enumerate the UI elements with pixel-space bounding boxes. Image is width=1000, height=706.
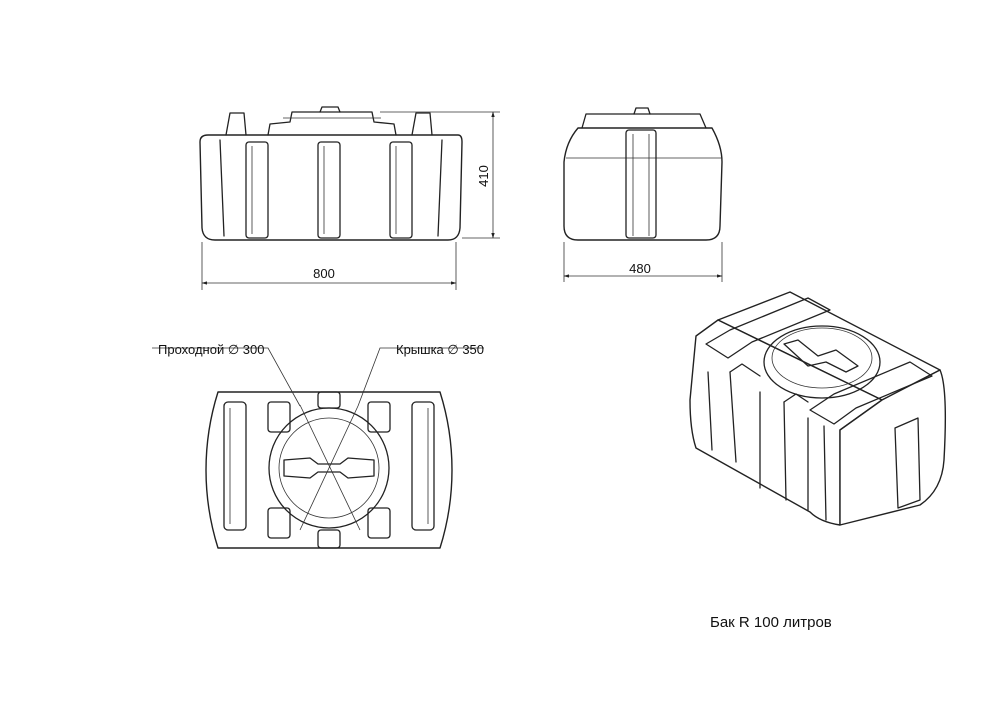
- side-view: 480: [563, 107, 723, 282]
- front-view: 800 410: [199, 106, 500, 290]
- lid-diameter-label: Крышка ∅ 350: [396, 342, 484, 357]
- depth-dimension-label: 480: [629, 261, 651, 276]
- height-dimension-label: 410: [476, 165, 491, 187]
- width-dimension-label: 800: [313, 266, 335, 281]
- manhole-diameter-label: Проходной ∅ 300: [158, 342, 264, 357]
- top-view: Проходной ∅ 300 Крышка ∅ 350: [152, 342, 484, 549]
- drawing-caption: Бак R 100 литров: [710, 614, 832, 631]
- isometric-view: [689, 291, 947, 526]
